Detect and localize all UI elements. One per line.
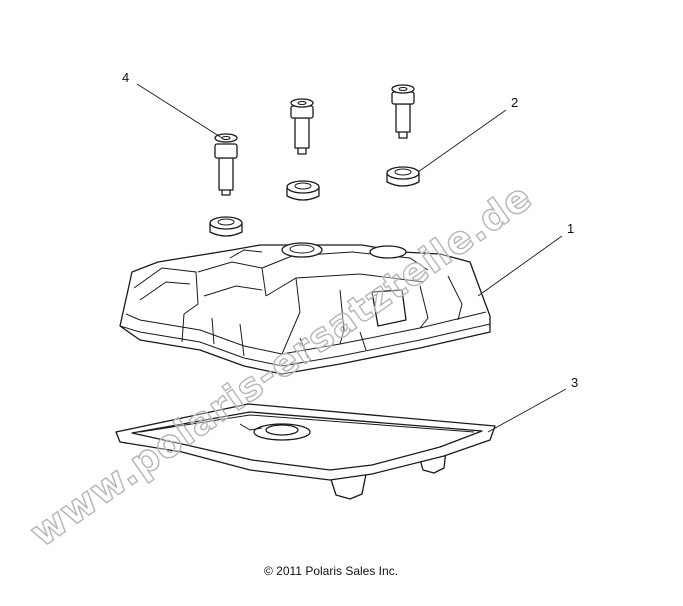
part-1-valve-cover[interactable] bbox=[119, 242, 491, 375]
leader-line-1 bbox=[477, 235, 563, 297]
callout-2: 2 bbox=[511, 95, 518, 110]
part-3-gasket[interactable] bbox=[115, 403, 496, 500]
part-4-bolt-center[interactable] bbox=[290, 98, 314, 155]
leader-line-2 bbox=[417, 109, 507, 173]
part-4-bolt-right[interactable] bbox=[391, 84, 415, 139]
leader-line-4 bbox=[136, 83, 223, 139]
callout-1: 1 bbox=[567, 221, 574, 236]
part-2-grommet-left[interactable] bbox=[209, 216, 243, 237]
part-4-bolt-left[interactable] bbox=[214, 133, 238, 196]
watermark: www.polaris-ersatzteile.de bbox=[22, 174, 540, 555]
part-2-grommet-right[interactable] bbox=[386, 166, 420, 187]
leader-line-3 bbox=[487, 388, 567, 433]
part-2-grommet-center[interactable] bbox=[286, 180, 320, 201]
callout-3: 3 bbox=[571, 375, 578, 390]
copyright-notice: © 2011 Polaris Sales Inc. bbox=[264, 564, 398, 578]
callout-4: 4 bbox=[122, 70, 129, 85]
